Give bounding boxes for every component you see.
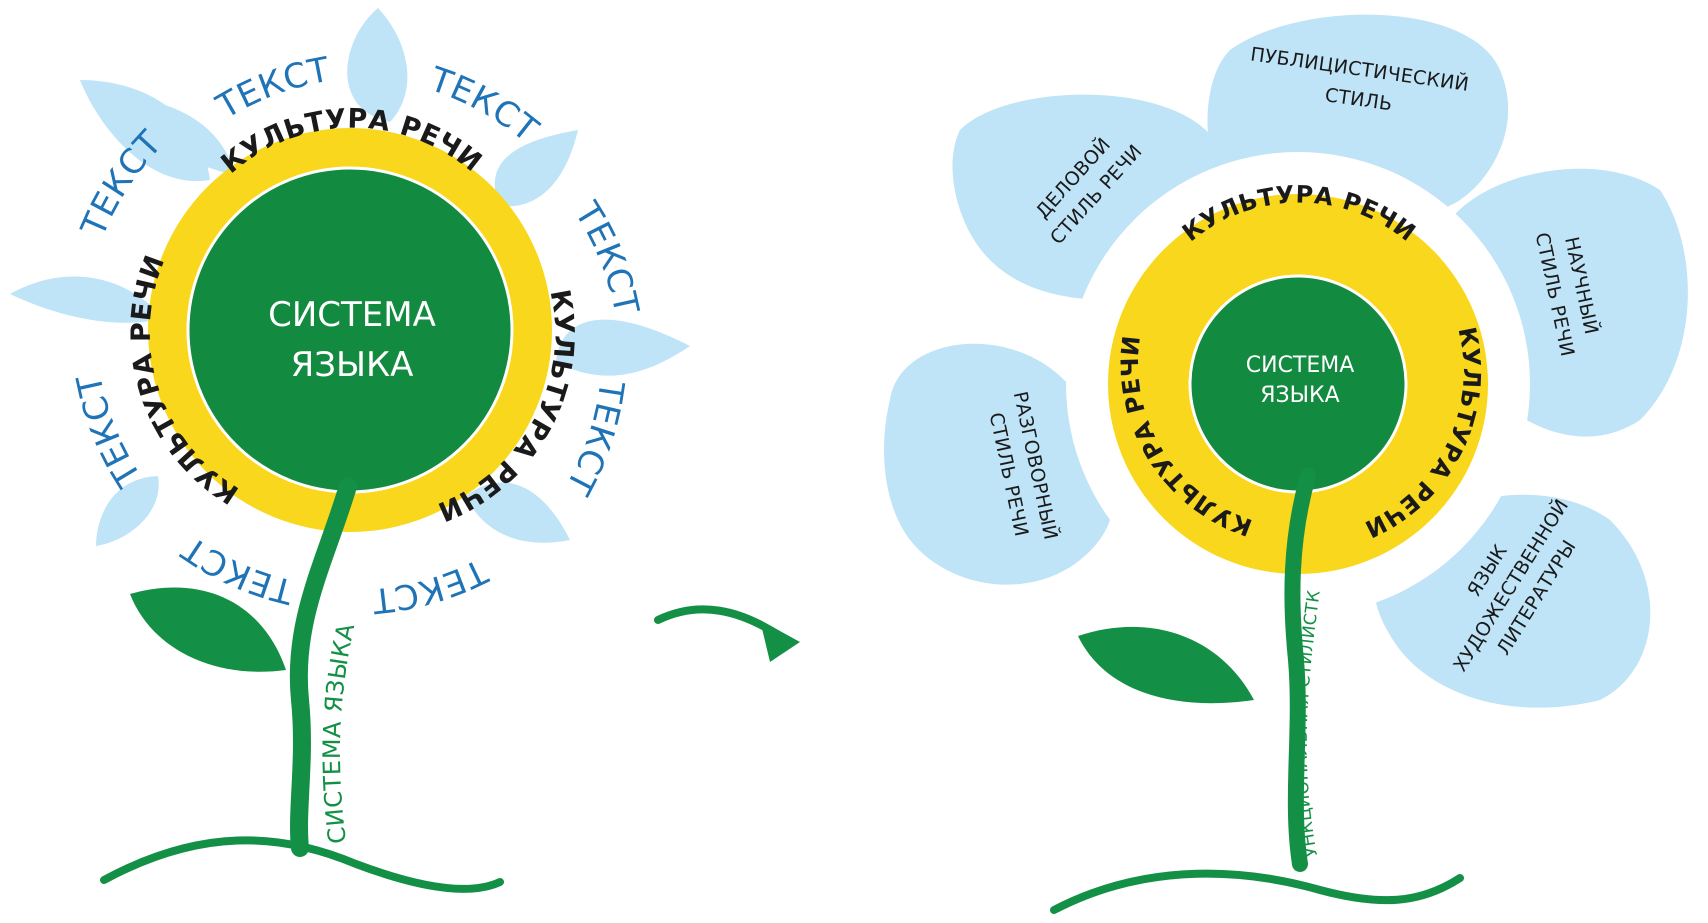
left-flower: ТЕКСТ ТЕКСТ ТЕКСТ ТЕКСТ ТЕКСТ ТЕКСТ ТЕКС…: [10, 8, 690, 893]
leaf: [1078, 626, 1254, 704]
left-petals: [10, 8, 690, 546]
core-title-line1: СИСТЕМА: [1246, 353, 1355, 378]
petal-label: ТЕКСТ: [566, 194, 646, 318]
petal-4: [556, 319, 690, 376]
transition-arrow: [654, 605, 800, 662]
core-title-line2: ЯЗЫКА: [1260, 383, 1339, 408]
petal-5: [466, 482, 570, 543]
petal-label: ТЕКСТ: [370, 550, 494, 621]
stem: [1284, 468, 1316, 872]
stem: [289, 477, 357, 857]
petal-7: [10, 276, 164, 323]
ground-line: [100, 836, 504, 893]
arrow-head: [760, 620, 800, 662]
petal-2: [347, 8, 408, 122]
petal-colloquial: [884, 343, 1114, 585]
petal-8: [118, 96, 236, 176]
core-title-line2: ЯЗЫКА: [291, 345, 414, 385]
petal-6: [96, 476, 159, 546]
core-title-line1: СИСТЕМА: [268, 295, 436, 335]
ground-line: [1050, 869, 1464, 914]
stem-label: СИСТЕМА ЯЗЫКА: [318, 620, 360, 845]
leaf: [130, 587, 286, 672]
petal-3: [494, 130, 578, 207]
